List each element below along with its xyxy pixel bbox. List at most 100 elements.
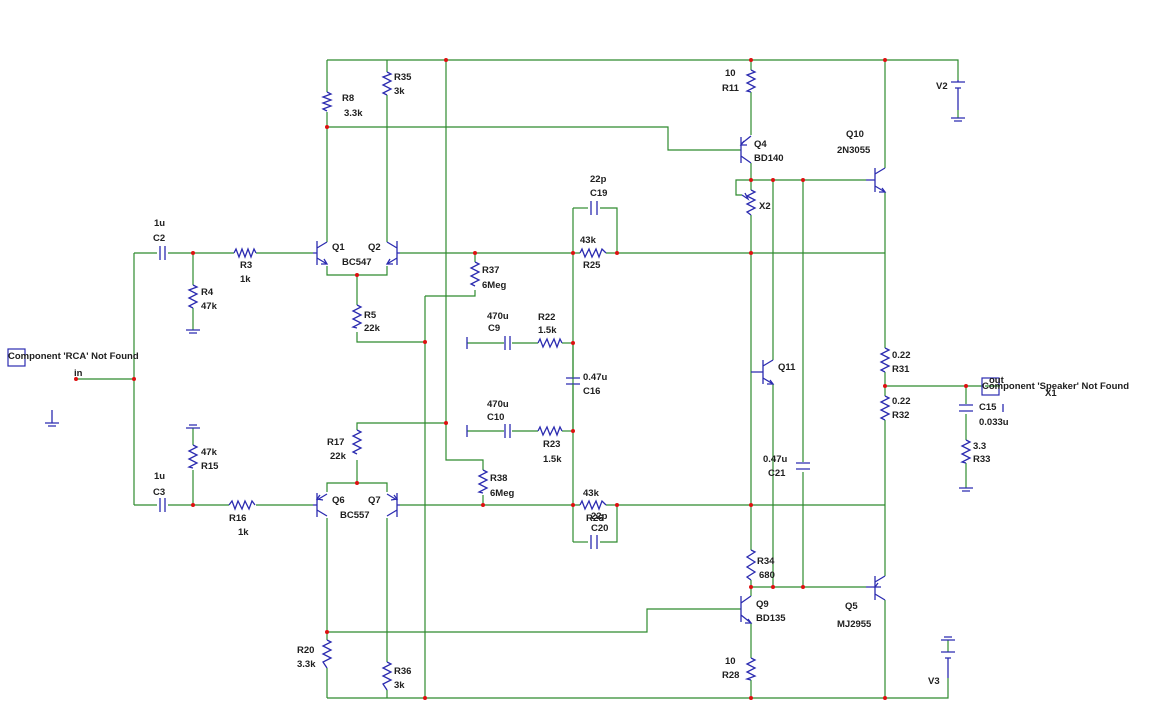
junction-dot [325, 125, 329, 129]
junction-dot [423, 340, 427, 344]
r32-ref: R32 [892, 410, 909, 421]
q9-symbol [740, 595, 753, 624]
r22-symbol [537, 337, 563, 349]
junction-dot [132, 377, 136, 381]
r36-symbol [381, 661, 393, 691]
ground-input [45, 410, 59, 427]
r28-symbol [744, 657, 757, 681]
r38-symbol [477, 469, 489, 494]
junction-dot [571, 429, 575, 433]
junction-dot [74, 377, 78, 381]
r15-value: 47k [201, 447, 218, 458]
junction-dot [615, 503, 619, 507]
ground-r15 [186, 424, 200, 429]
junction-dot [883, 384, 887, 388]
q6-symbol [313, 493, 328, 517]
r17-value: 22k [330, 451, 347, 462]
r17-ref: R17 [327, 437, 344, 448]
r22-value: 1.5k [538, 325, 557, 336]
ground-r33 [959, 487, 973, 492]
c19-ref: C19 [590, 188, 607, 199]
r38-value: 6Meg [490, 488, 514, 499]
q7-symbol [386, 493, 400, 517]
r15-symbol [187, 444, 199, 469]
q2-symbol [385, 241, 400, 265]
c20-value: 22p [591, 511, 608, 522]
c21-symbol [796, 462, 810, 470]
r28-ref: R28 [722, 670, 739, 681]
r31-symbol [879, 347, 891, 373]
c19-symbol [590, 201, 598, 215]
c15-symbol [959, 404, 973, 412]
r37-symbol [469, 261, 481, 287]
c16-value: 0.47u [583, 372, 607, 383]
r8-symbol [321, 91, 333, 112]
r17-symbol [351, 429, 363, 455]
r37-value: 6Meg [482, 280, 506, 291]
c10-symbol [504, 424, 511, 438]
junction-dot [771, 178, 775, 182]
junction-dot [473, 251, 477, 255]
r25-ref: R25 [583, 260, 601, 271]
junction-dot [964, 384, 968, 388]
junction-dot [749, 58, 753, 62]
q1-value: BC547 [342, 257, 372, 268]
r15-ref: R15 [201, 461, 219, 472]
speaker-not-found: Component 'Speaker' Not Found [982, 381, 1129, 392]
q4-ref: Q4 [754, 139, 767, 150]
junction-dot [571, 251, 575, 255]
r36-ref: R36 [394, 666, 411, 677]
r4-value: 47k [201, 301, 218, 312]
q4-value: BD140 [754, 153, 784, 164]
r16-ref: R16 [229, 513, 246, 524]
q10-ref: Q10 [846, 129, 864, 140]
rca-pin: in [74, 368, 83, 379]
r23-symbol [537, 425, 563, 437]
r35-value: 3k [394, 86, 405, 97]
r35-ref: R35 [394, 72, 412, 83]
r32-symbol [879, 395, 891, 421]
c10-ref: C10 [487, 412, 504, 423]
q11-symbol [751, 359, 775, 385]
c20-symbol [590, 535, 598, 549]
x2-ref: X2 [759, 201, 771, 212]
c9-ref: C9 [488, 323, 500, 334]
c19-value: 22p [590, 174, 607, 185]
junction-dot [191, 251, 195, 255]
speaker-pin: out [989, 375, 1005, 386]
q6-ref: Q6 [332, 495, 345, 506]
junction-dot [883, 696, 887, 700]
junction-dot [325, 630, 329, 634]
rca-connector-box [7, 348, 26, 367]
c3-ref: C3 [153, 487, 165, 498]
q4-symbol [739, 135, 752, 164]
junction-dot [801, 178, 805, 182]
r23-value: 1.5k [543, 454, 562, 465]
component-symbols [7, 69, 1004, 691]
r3-ref: R3 [240, 260, 252, 271]
c2-symbol [159, 246, 166, 260]
junction-dot [749, 503, 753, 507]
r5-ref: R5 [364, 310, 377, 321]
v3-ref: V3 [928, 676, 940, 687]
r5-symbol [351, 304, 363, 329]
r11-value: 10 [725, 68, 736, 79]
r35-symbol [381, 71, 393, 96]
x2-symbol [745, 189, 757, 216]
q5-ref: Q5 [845, 601, 858, 612]
r11-symbol [745, 69, 757, 93]
r8-value: 3.3k [344, 108, 363, 119]
r34-ref: R34 [757, 556, 775, 567]
c10-value: 470u [487, 399, 509, 410]
c15-ref: C15 [979, 402, 997, 413]
r23-ref: R23 [543, 439, 560, 450]
q10-symbol [866, 167, 887, 193]
c2-ref: C2 [153, 233, 165, 244]
r31-ref: R31 [892, 364, 910, 375]
junction-dot [749, 585, 753, 589]
x1-ref: X1 [1045, 388, 1057, 399]
r32-value: 0.22 [892, 396, 911, 407]
r20-ref: R20 [297, 645, 314, 656]
junction-dot [749, 696, 753, 700]
